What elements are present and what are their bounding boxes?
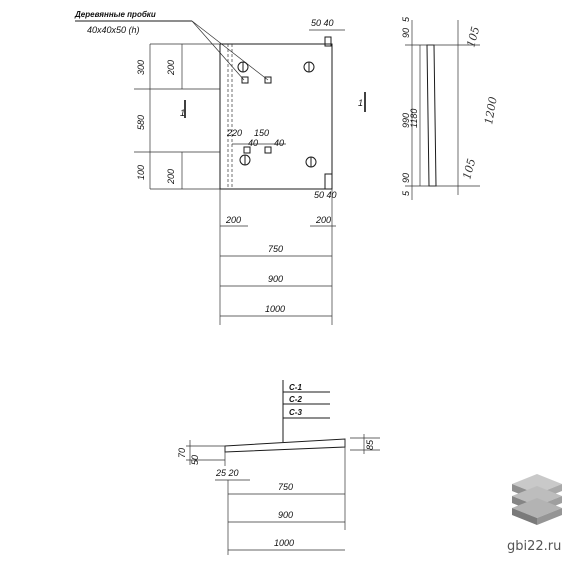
wood-plug — [243, 146, 251, 154]
watermark-logo — [512, 474, 562, 525]
logo-layer — [537, 508, 562, 525]
wood-plug — [264, 76, 272, 84]
mark-c2: С-2 — [289, 395, 302, 404]
logo-layer — [512, 508, 537, 525]
left-dim-300: 300 — [136, 60, 146, 75]
section-mark-left: 1 — [180, 108, 185, 118]
mark-c3: С-3 — [289, 408, 302, 417]
hole-dim-c: 40 — [248, 138, 258, 148]
bottom-dim-200-right: 200 — [315, 215, 331, 225]
panel-outline — [219, 43, 333, 190]
bottom-dim-900: 900 — [268, 274, 283, 284]
section-mark-right: 1 — [358, 98, 363, 108]
top-right-dim: 50 40 — [311, 18, 334, 28]
section-dim-50: 50 — [190, 455, 200, 465]
corner-plug — [324, 173, 333, 190]
section-dim-750: 750 — [278, 482, 293, 492]
side-view: 90 5 1180 990 90 5 105 1200 105 — [401, 16, 500, 200]
plug-note: Деревянные пробки 40х40х50 (h) — [74, 10, 269, 81]
leader-line — [191, 20, 269, 81]
panel-side-outline — [426, 44, 437, 187]
left-dim-200-bottom: 200 — [166, 169, 176, 185]
bottom-dim-750: 750 — [268, 244, 283, 254]
section-dim-85: 85 — [365, 439, 375, 450]
section-dim-25-20: 25 20 — [215, 468, 239, 478]
side-dim-90-top: 90 — [401, 28, 411, 38]
hole-dim-a: 220 — [226, 128, 242, 138]
section-dim-1000: 1000 — [274, 538, 294, 548]
bottom-dim-200-left: 200 — [225, 215, 241, 225]
watermark-text: gbi22.ru — [507, 539, 561, 554]
side-dim-5-top: 5 — [401, 16, 411, 22]
left-dim-100: 100 — [136, 165, 146, 180]
section-view: С-1 С-2 С-3 70 50 85 25 20 750 900 1000 — [177, 380, 380, 555]
pencil-note-1200: 1200 — [482, 96, 500, 126]
bottom-right-dim: 50 40 — [314, 190, 337, 200]
pencil-note-105-top: 105 — [464, 25, 482, 49]
section-dim-70: 70 — [177, 448, 187, 458]
left-dim-200-top: 200 — [166, 60, 176, 76]
leader-line — [191, 20, 245, 81]
plug-note-line2: 40х40х50 (h) — [87, 25, 140, 35]
corner-plug — [324, 36, 332, 47]
side-dim-90-bottom: 90 — [401, 173, 411, 183]
hole-dim-b: 150 — [254, 128, 269, 138]
plug-note-line1: Деревянные пробки — [74, 10, 156, 19]
wood-plug — [264, 146, 272, 154]
left-dim-580: 580 — [136, 115, 146, 130]
wood-plug — [241, 76, 249, 84]
front-view: 50 40 50 40 220 150 40 40 1 1 — [134, 18, 366, 325]
pencil-note-105-bottom: 105 — [460, 157, 478, 181]
side-dim-990: 990 — [401, 113, 411, 128]
side-dim-5-bottom: 5 — [401, 190, 411, 196]
mark-c1: С-1 — [289, 383, 302, 392]
hole-dim-d: 40 — [274, 138, 284, 148]
slab-section — [224, 438, 346, 453]
bottom-dim-1000: 1000 — [265, 304, 285, 314]
side-dim-1180: 1180 — [409, 109, 419, 128]
section-dim-900: 900 — [278, 510, 293, 520]
